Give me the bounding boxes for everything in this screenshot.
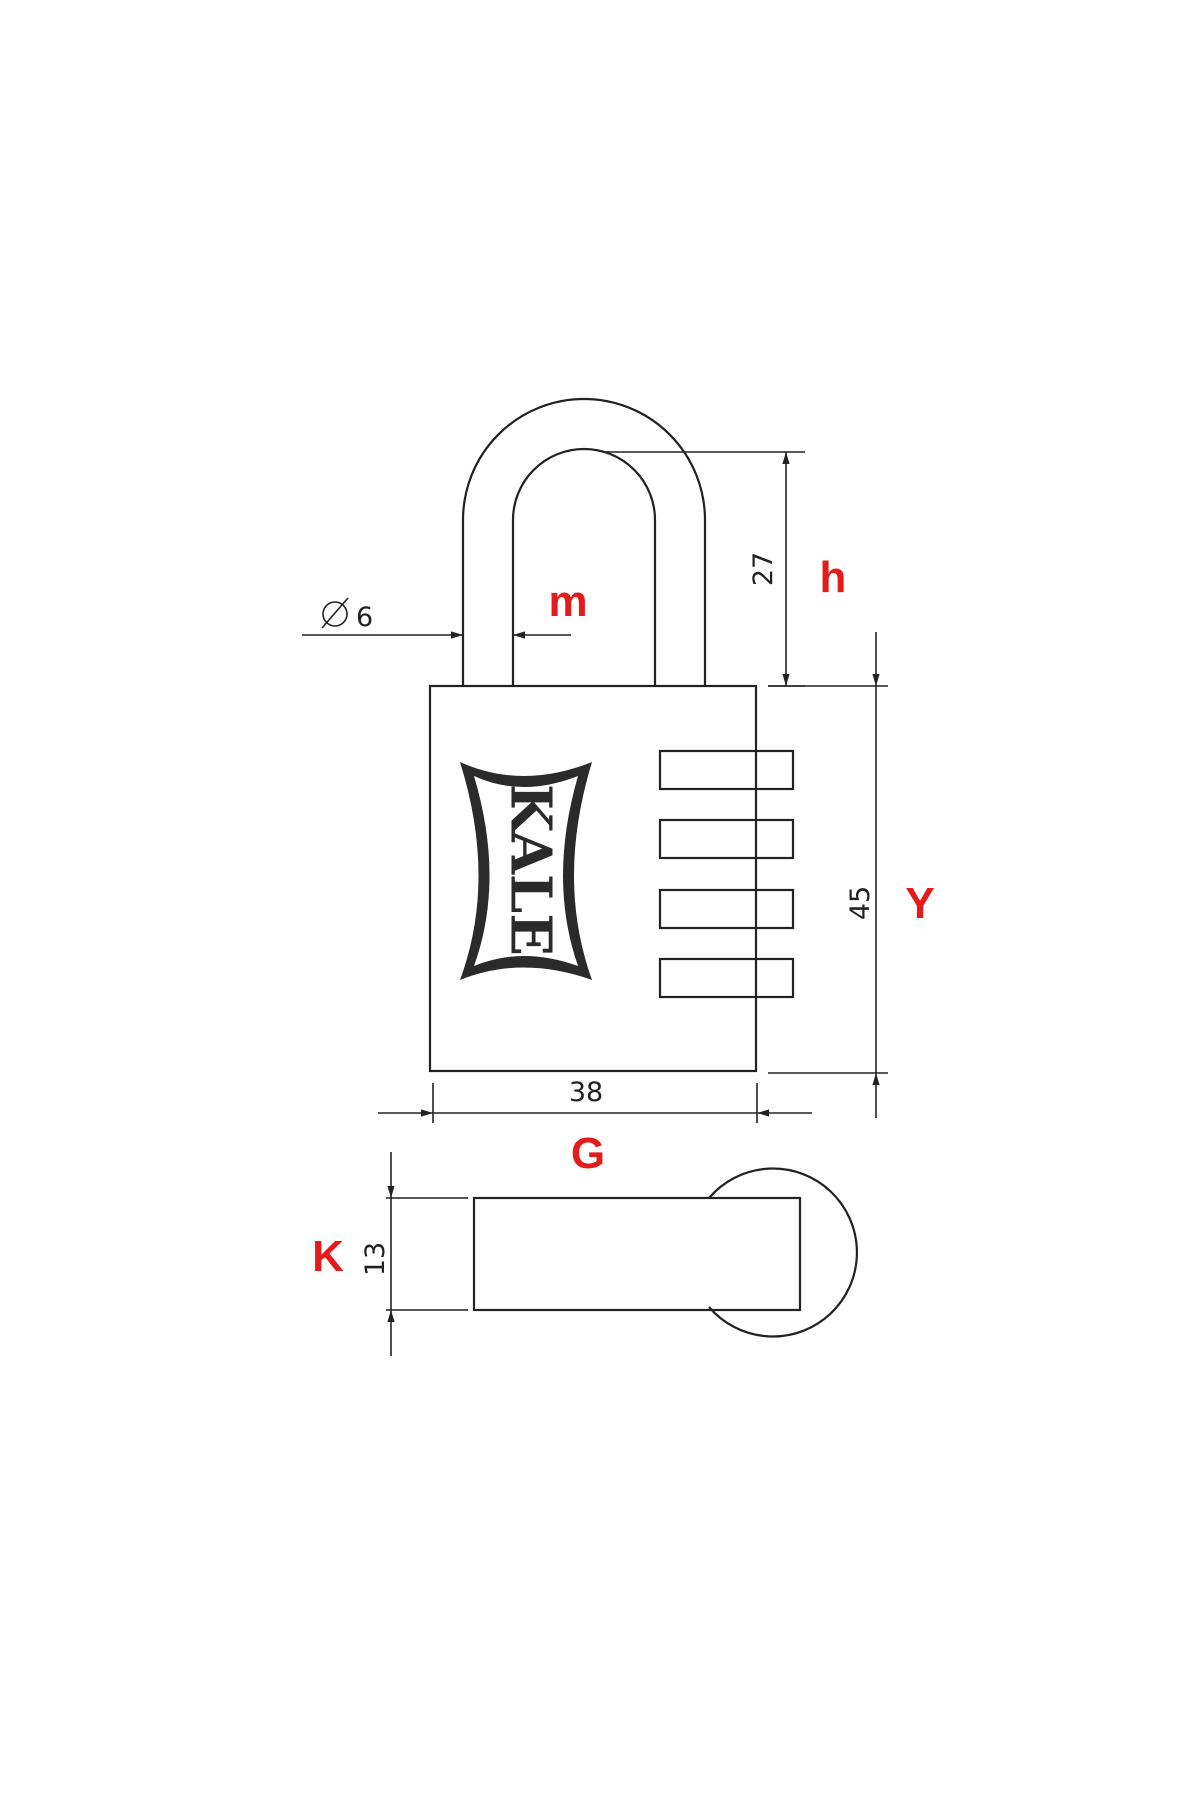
- logo-text: KALE: [497, 784, 563, 956]
- kale-logo: KALE: [460, 762, 592, 980]
- dimension-y: 45 Y: [768, 632, 935, 1118]
- dimension-k-label: K: [312, 1232, 344, 1281]
- dimension-k-value: 13: [360, 1242, 391, 1276]
- side-view: [472, 1167, 859, 1338]
- lock-body: [428, 684, 758, 1073]
- shackle: [461, 397, 707, 686]
- combination-wheels: [658, 749, 795, 999]
- dimension-m: 6 m: [302, 577, 588, 639]
- dial-wheel: [658, 957, 795, 999]
- dial-wheel: [658, 888, 795, 930]
- dimension-m-value: 6: [356, 602, 373, 633]
- dimension-g-value: 38: [569, 1077, 603, 1108]
- dimension-g-label: G: [571, 1129, 605, 1178]
- side-view-body: [472, 1196, 802, 1312]
- dimension-g: 38 G: [378, 1077, 812, 1178]
- dial-wheel: [658, 818, 795, 860]
- diameter-symbol: [321, 597, 349, 629]
- dimension-m-label: m: [548, 577, 587, 626]
- dimension-h-value: 27: [748, 552, 779, 586]
- dimension-h: 27 h: [605, 451, 847, 687]
- dial-wheel: [658, 749, 795, 791]
- dimension-y-value: 45: [845, 886, 876, 920]
- dimension-y-label: Y: [905, 879, 934, 928]
- dimension-k: 13 K: [312, 1152, 468, 1356]
- dimension-h-label: h: [820, 553, 847, 602]
